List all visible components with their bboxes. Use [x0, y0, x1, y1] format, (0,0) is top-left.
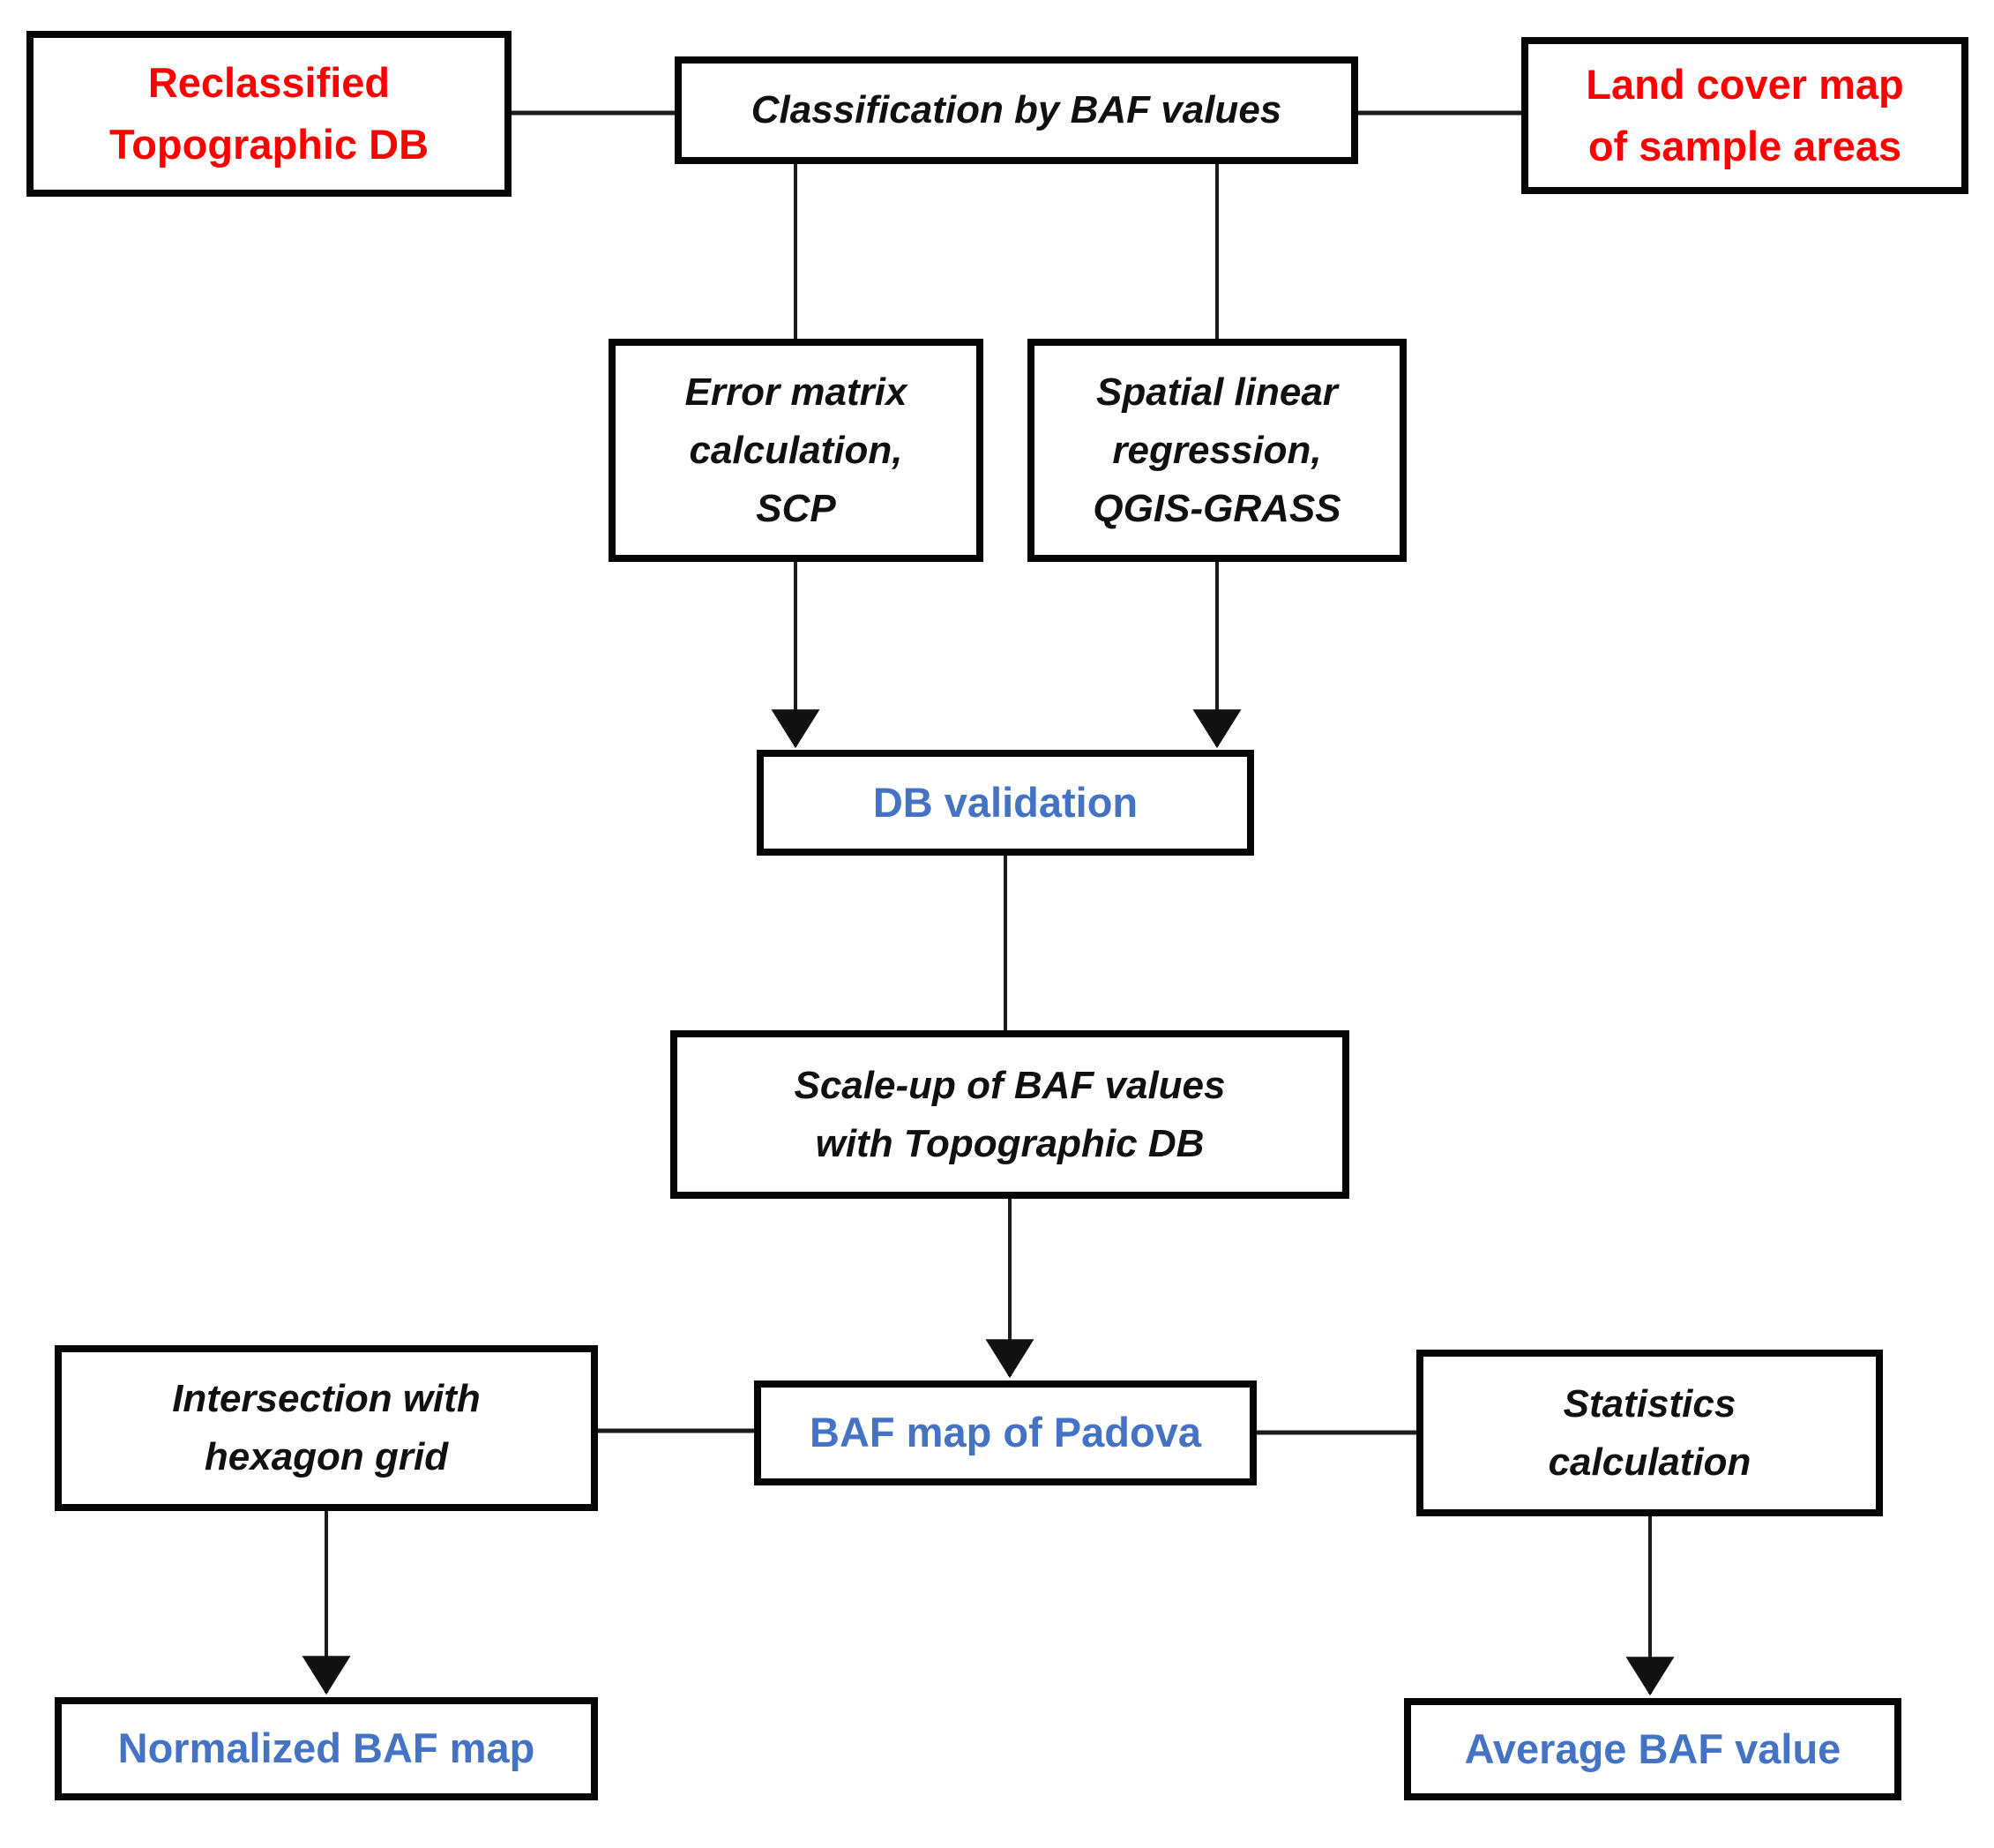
node-baf-map-of-padova-label: BAF map of Padova [810, 1409, 1201, 1456]
node-land-cover-map-of-sample-areas-label: Land cover map of sample areas [1586, 60, 1904, 170]
node-intersection-with-hexagon-grid-label: Intersection with hexagon grid [172, 1377, 481, 1478]
node-scale-up-of-baf-values-label: Scale-up of BAF values with Topographic … [794, 1063, 1226, 1165]
node-normalized-baf-map-label: Normalized BAF map [117, 1725, 535, 1772]
node-land-cover-map-of-sample-areas: Land cover map of sample areas [1521, 37, 1968, 194]
node-reclassified-topographic-db-label: Reclassified Topographic DB [108, 58, 429, 168]
node-normalized-baf-map: Normalized BAF map [55, 1697, 598, 1800]
node-error-matrix-calculation-scp: Error matrix calculation, SCP [609, 339, 983, 562]
node-scale-up-of-baf-values: Scale-up of BAF values with Topographic … [670, 1030, 1349, 1199]
node-classification-by-baf-values-label: Classification by BAF values [751, 88, 1282, 131]
node-spatial-linear-regression-qgis-grass-label: Spatial linear regression, QGIS-GRASS [1093, 370, 1341, 530]
node-baf-map-of-padova: BAF map of Padova [754, 1380, 1257, 1485]
node-db-validation: DB validation [757, 750, 1254, 856]
node-classification-by-baf-values: Classification by BAF values [675, 56, 1358, 164]
node-spatial-linear-regression-qgis-grass: Spatial linear regression, QGIS-GRASS [1027, 339, 1407, 562]
node-average-baf-value: Average BAF value [1404, 1698, 1901, 1800]
node-statistics-calculation-label: Statistics calculation [1548, 1381, 1751, 1484]
node-error-matrix-calculation-scp-label: Error matrix calculation, SCP [684, 370, 907, 530]
node-statistics-calculation: Statistics calculation [1416, 1350, 1883, 1516]
node-reclassified-topographic-db: Reclassified Topographic DB [26, 31, 512, 197]
node-db-validation-label: DB validation [872, 778, 1139, 826]
node-intersection-with-hexagon-grid: Intersection with hexagon grid [55, 1345, 598, 1511]
node-average-baf-value-label: Average BAF value [1464, 1725, 1841, 1772]
